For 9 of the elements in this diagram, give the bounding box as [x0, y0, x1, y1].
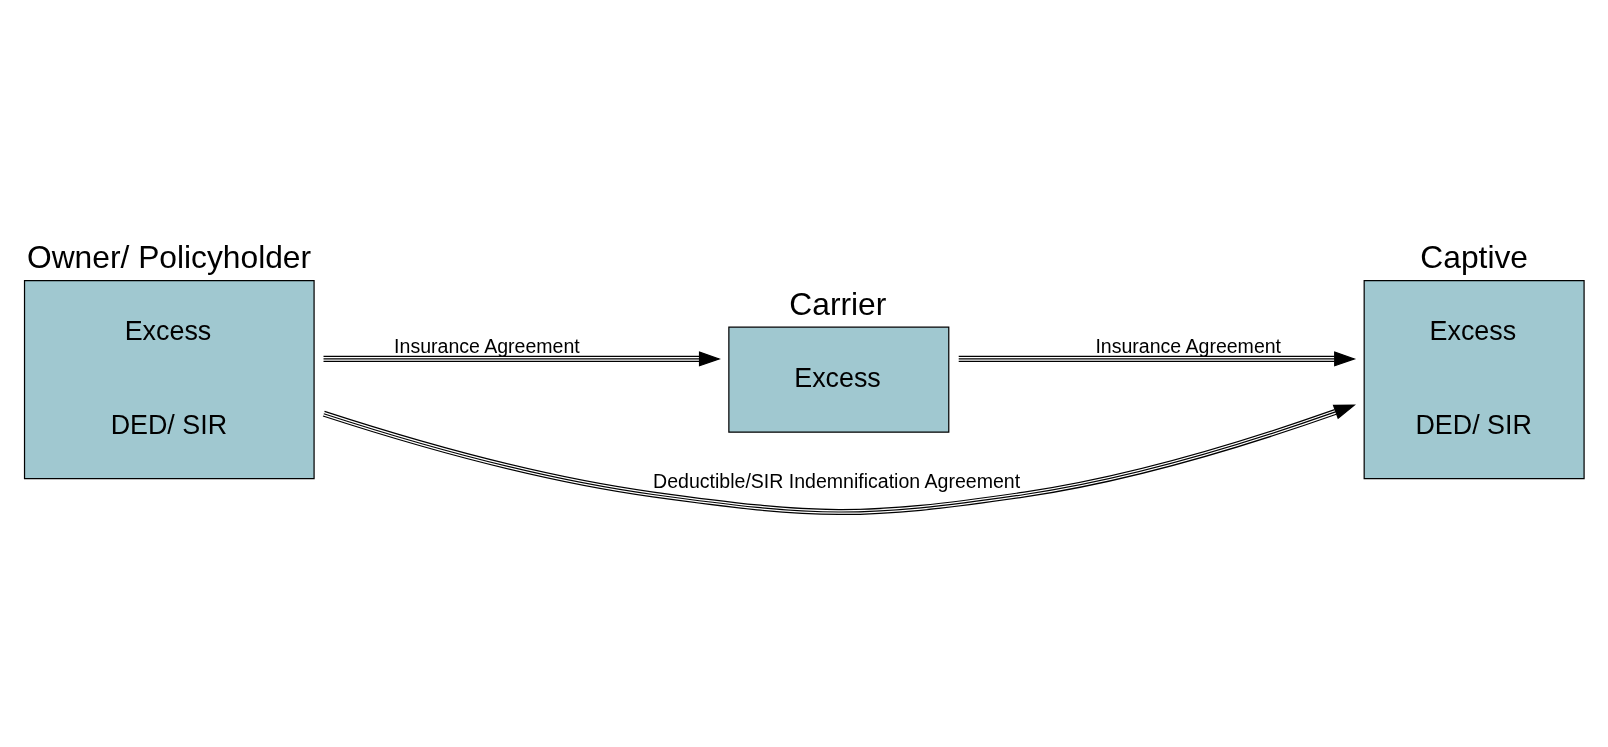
- node-label: Owner/ Policyholder: [26, 239, 312, 276]
- arrow: [322, 351, 721, 367]
- node-label: Captive: [1420, 239, 1529, 276]
- edge-label: Insurance Agreement: [394, 334, 580, 357]
- node-label: Carrier: [789, 285, 887, 322]
- arrow: [958, 351, 1357, 367]
- arrow: [322, 404, 1356, 516]
- edge-label: Insurance Agreement: [1095, 334, 1282, 357]
- edge-label: Deductible/SIR Indemnification Agreement: [653, 470, 1021, 493]
